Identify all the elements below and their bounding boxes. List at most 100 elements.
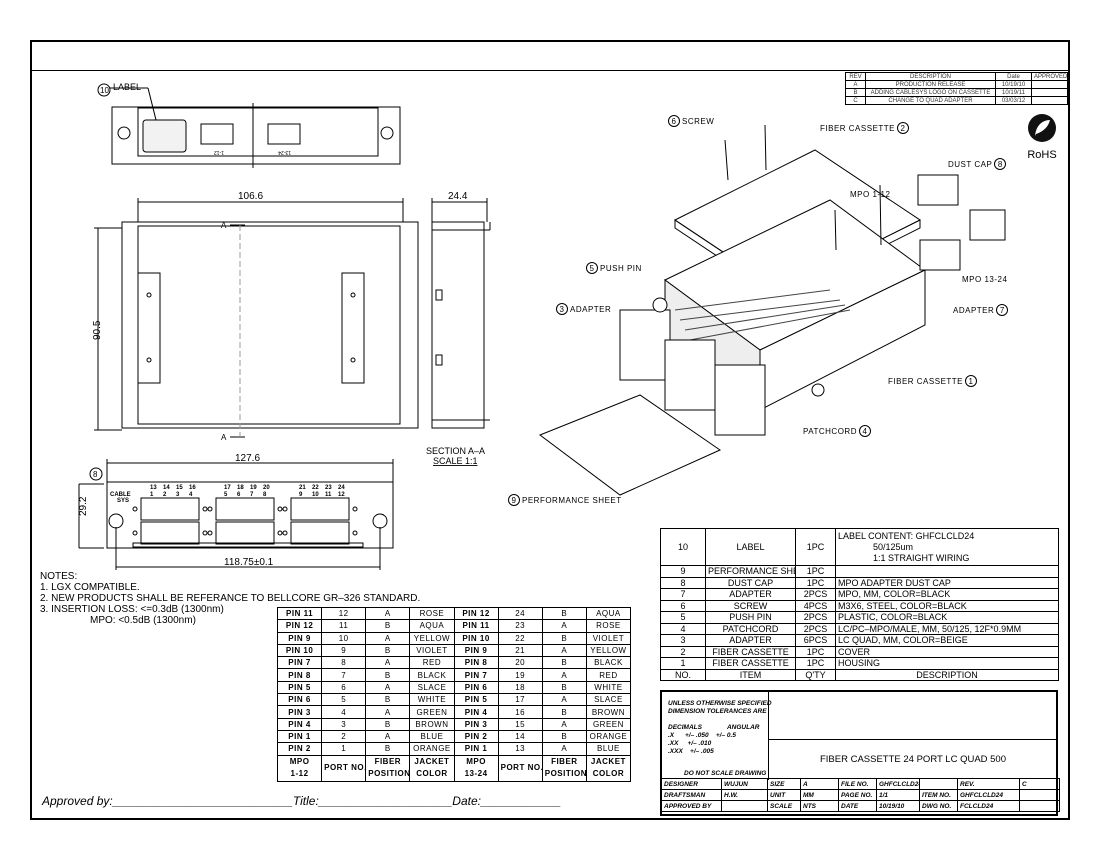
cell: VIOLET — [585, 631, 632, 645]
cell: 5 — [321, 693, 367, 707]
cell: A — [541, 742, 587, 756]
cell: NTS — [800, 800, 839, 812]
cell: PERFORMANCE SHEET — [705, 565, 796, 578]
cell: RED — [585, 668, 632, 682]
callout-number: 4 — [858, 425, 871, 437]
cell: PIN 2 — [276, 742, 323, 756]
cell: CHANGE TO QUAD ADAPTER — [865, 96, 996, 105]
lc-adapters — [619, 309, 766, 436]
cell: DRAFTSMAN — [661, 789, 722, 801]
no-scale-note: DO NOT SCALE DRAWING — [684, 770, 767, 777]
cell: BROWN — [409, 717, 455, 731]
cell: BLACK — [409, 668, 455, 682]
port-number: 17 — [224, 485, 231, 491]
cell — [721, 800, 768, 812]
note: 1. LGX COMPATIBLE. — [40, 582, 140, 593]
callout-label: MPO 13-24 — [962, 275, 1008, 284]
cell: DATE — [838, 800, 877, 812]
approval-line: Approved by:___________________________T… — [42, 794, 562, 808]
cell: PIN 11 — [453, 619, 499, 633]
cell: B — [365, 668, 411, 682]
section-title: SECTION A–A — [426, 446, 485, 456]
cell — [1031, 88, 1068, 97]
cell: 6 — [660, 599, 706, 612]
cell: YELLOW — [585, 643, 632, 658]
cell: 4PCS — [795, 599, 836, 612]
cell: 16 — [497, 705, 543, 719]
port-number: 22 — [312, 485, 319, 491]
leaf-icon — [1028, 114, 1056, 142]
callout-number: 3 — [556, 303, 568, 315]
cell: 7 — [321, 668, 367, 682]
callout-label: PATCHCORD — [803, 426, 857, 436]
cell: B — [845, 88, 866, 97]
callout-number: 1 — [965, 375, 978, 387]
cell: PIN 9 — [276, 631, 323, 645]
callout-label: PUSH PIN — [600, 263, 642, 273]
header-cell: Q'TY — [795, 668, 836, 681]
cell: B — [541, 631, 587, 645]
cell: FIBER CASSETTE — [705, 645, 796, 658]
cell: AQUA — [585, 606, 632, 621]
cell: GHFCLCLD24 — [957, 789, 1020, 801]
cell: REV. — [957, 778, 1020, 790]
header-cell: PORT NO. — [321, 754, 367, 782]
cell: PLASTIC, COLOR=BLACK — [835, 611, 1059, 624]
note: 3. INSERTION LOSS: <=0.3dB (1300nm) — [40, 604, 224, 615]
cell: DESIGNER — [661, 778, 722, 790]
cell: MM — [800, 789, 839, 801]
cell: 10/19/11 — [995, 88, 1032, 97]
cell: 2PCS — [795, 622, 836, 635]
cell: RED — [409, 656, 455, 670]
note: MPO: <0.5dB (1300nm) — [40, 615, 196, 626]
notes: NOTES:1. LGX COMPATIBLE.2. NEW PRODUCTS … — [40, 571, 420, 626]
orthographic-views: 10 LABEL 1-12 13-24 106.6 90.5 A A 24.4 … — [78, 82, 491, 570]
cell: B — [365, 742, 411, 756]
front-height-dim: 90.5 — [92, 320, 103, 340]
port-number: 16 — [189, 485, 196, 491]
port-number: 11 — [325, 492, 332, 498]
cell: M3X6, STEEL, COLOR=BLACK — [835, 599, 1059, 612]
cell: 19 — [497, 668, 543, 682]
port-label: 1-12 — [214, 149, 224, 155]
cell: 9 — [321, 643, 367, 658]
notes-title: NOTES: — [40, 571, 78, 582]
cell: 11 — [321, 619, 367, 633]
cell: H.W. — [721, 789, 768, 801]
cell: YELLOW — [409, 631, 455, 645]
cell: 10/19/10 — [876, 800, 920, 812]
callout-label: FIBER CASSETTE — [820, 123, 896, 133]
cell: 10 — [660, 528, 706, 566]
cell: 24 — [497, 606, 543, 621]
cell: PRODUCTION RELEASE — [865, 80, 996, 89]
port-number: 5 — [224, 492, 228, 498]
cell: 03/03/12 — [995, 96, 1032, 105]
cell: PIN 10 — [453, 631, 499, 645]
cell: 21 — [497, 643, 543, 658]
callout-number: 2 — [897, 122, 910, 134]
cell: 2 — [321, 729, 367, 744]
front-panel-view — [78, 459, 394, 570]
bottom-height-dim: 29.2 — [78, 496, 89, 516]
tolerance-note: UNLESS OTHERWISE SPECIFIED DIMENSION TOL… — [668, 700, 772, 755]
cell: A — [365, 680, 411, 695]
callout-number: 7 — [996, 304, 1009, 316]
cell: 15 — [497, 717, 543, 731]
cell: C — [845, 96, 866, 105]
cell — [1019, 789, 1060, 801]
